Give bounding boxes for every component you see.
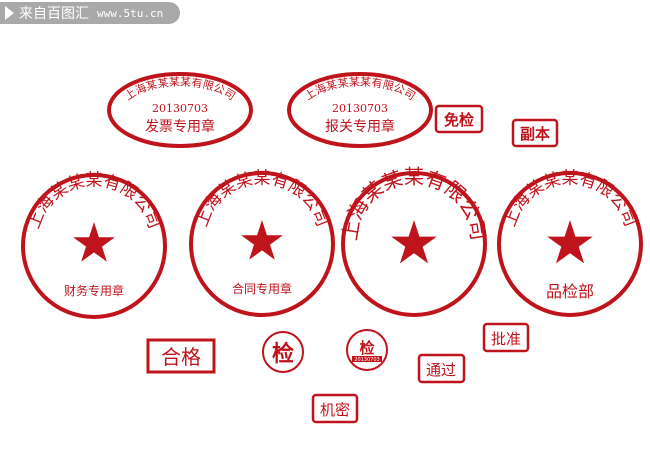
oval-stamp-date: 20130703 [332, 102, 388, 115]
oval-stamp-invoice: 上海某某某某有限公司 20130703 发票专用章 [107, 72, 253, 148]
stamp-inspect-dated-text: 检 [359, 339, 374, 357]
star-icon [391, 220, 437, 264]
stamp-qualified: 合格 [146, 338, 216, 374]
round-stamp-contract: 上海某某某有限公司 合同专用章 [189, 169, 335, 317]
watermark-banner: 来自百图汇 www.5tu.cn [0, 2, 180, 24]
round-stamp-finance: 上海某某某有限公司 财务专用章 [21, 171, 167, 319]
stamp-confidential: 机密 [311, 393, 359, 424]
stamp-approved: 批准 [482, 322, 530, 353]
stamp-approved-text: 批准 [491, 330, 521, 348]
star-icon [73, 222, 115, 262]
oval-stamp-date: 20130703 [152, 102, 208, 115]
stamp-exempt: 免检 [434, 104, 484, 134]
round-stamp-label: 财务专用章 [64, 283, 124, 298]
oval-stamp-customs: 上海某某某某有限公司 20130703 报关专用章 [287, 72, 433, 148]
stamp-qualified-text: 合格 [161, 345, 201, 369]
stamp-copy-text: 副本 [520, 125, 550, 143]
stamp-passed: 通过 [417, 353, 466, 384]
play-triangle-icon [5, 6, 14, 20]
round-stamp-label: 品检部 [546, 282, 594, 301]
stamp-exempt-text: 免检 [444, 111, 474, 129]
round-stamp-company-seal: 上海某某某有限公司 [337, 165, 491, 317]
watermark-site-name: 来自百图汇 [19, 6, 89, 22]
stamp-inspect-date: 20130703 [354, 357, 379, 363]
stamp-copy: 副本 [511, 118, 559, 148]
watermark-url: www.5tu.cn [97, 6, 164, 20]
stamp-inspect-dated: 检 20130703 [346, 329, 388, 371]
round-stamp-label: 合同专用章 [232, 281, 292, 296]
stamp-inspect: 检 [262, 331, 304, 373]
round-stamp-quality-dept: 上海某某某有限公司 品检部 [497, 169, 643, 317]
stamp-confidential-text: 机密 [320, 401, 350, 419]
stamp-passed-text: 通过 [426, 361, 456, 379]
oval-stamp-label: 报关专用章 [325, 118, 395, 135]
star-icon [547, 220, 593, 264]
stamp-inspect-text: 检 [272, 341, 294, 367]
oval-stamp-label: 发票专用章 [145, 118, 215, 135]
star-icon [241, 220, 283, 260]
